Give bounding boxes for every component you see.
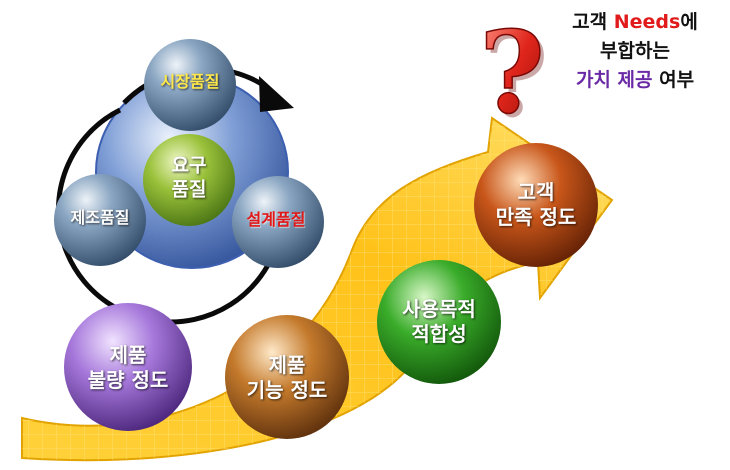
manufacturing-quality-label: 제조품질: [70, 208, 130, 227]
sphere-manufacturing-quality: [54, 174, 146, 266]
design-quality-label: 설계품질: [246, 210, 306, 229]
stage-4-label: 고객 만족 정도: [496, 180, 577, 230]
stage-2-label: 제품 기능 정도: [247, 353, 328, 403]
sphere-stage-4: [474, 143, 598, 267]
headline: 고객 Needs에 부합하는 가치 제공 여부: [545, 8, 725, 95]
sphere-stage-3: [377, 260, 501, 384]
svg-text:?: ?: [483, 12, 549, 143]
stage-3-label: 사용목적 적합성: [402, 297, 476, 347]
required-quality-label: 요구 품질: [172, 154, 207, 202]
svg-text:?: ?: [479, 8, 545, 139]
stage-4-line-2: 만족 정도: [495, 205, 577, 229]
market-quality-label: 시장품질: [160, 72, 220, 91]
headline-line-1: 고객 Needs에: [545, 8, 725, 37]
stage-2-line-2: 기능 정도: [246, 378, 328, 402]
headline-text-whether: 여부: [652, 69, 695, 91]
headline-text-needs: Needs: [613, 11, 681, 33]
required-quality-line-2: 품질: [171, 178, 207, 200]
stage-3-line-1: 사용목적: [402, 297, 476, 321]
headline-line-3: 가치 제공 여부: [545, 66, 725, 95]
stage-1-line-2: 불량 정도: [87, 368, 169, 392]
headline-line-2: 부합하는: [600, 40, 670, 62]
stage-2-line-1: 제품: [268, 353, 306, 377]
cycle-arrowhead-icon: [259, 76, 294, 112]
stage-1-line-1: 제품: [109, 343, 147, 367]
stage-3-line-2: 적합성: [411, 322, 467, 346]
sphere-stage-1: [64, 303, 192, 431]
headline-text-particle: 에: [680, 11, 698, 33]
sphere-market-quality: [144, 39, 236, 131]
stage-4-line-1: 고객: [517, 180, 555, 204]
required-quality-line-1: 요구: [171, 154, 207, 177]
headline-text-value: 가치 제공: [575, 69, 653, 91]
sphere-required-quality: [143, 134, 235, 226]
headline-text-customer: 고객: [572, 11, 614, 33]
stage-1-label: 제품 불량 정도: [88, 343, 169, 393]
sphere-design-quality: [232, 176, 324, 268]
quality-cycle: [54, 39, 324, 325]
sphere-stage-2: [225, 315, 349, 439]
question-mark-icon: ? ?: [478, 7, 549, 143]
